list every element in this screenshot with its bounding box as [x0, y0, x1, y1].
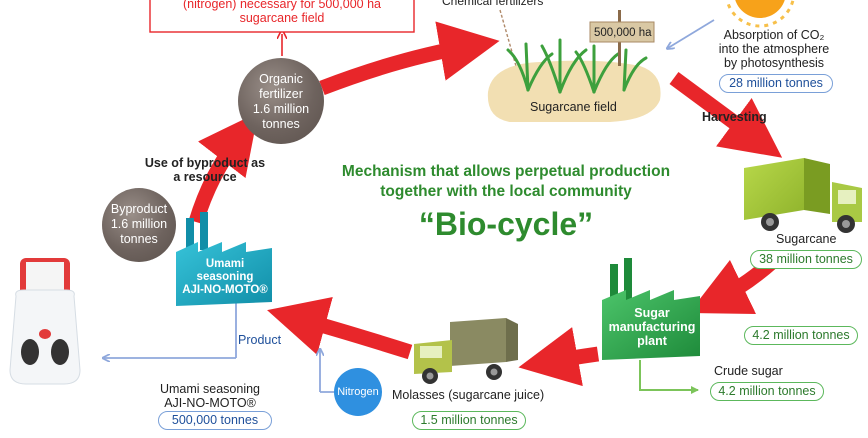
absorption-amount-badge: 28 million tonnes	[719, 74, 833, 93]
sugarcane-truck-icon	[744, 158, 862, 233]
arrow-co2	[668, 19, 715, 48]
byproduct-circle: Byproduct 1.6 million tonnes	[102, 188, 176, 262]
plant-line1: Sugar	[634, 306, 670, 320]
sugarcane-label: Sugarcane	[776, 232, 837, 246]
plant-label: Sugar manufacturing plant	[604, 306, 700, 348]
top-box-line2: sugarcane field	[239, 11, 325, 25]
arrow-molasses-to-factory	[267, 296, 413, 360]
fertilizer-line4: tonnes	[262, 117, 300, 131]
sun-icon	[725, 0, 795, 28]
arrow-crude-sugar	[639, 360, 699, 394]
harvesting-label: Harvesting	[702, 110, 767, 124]
factory-label: Umami seasoning AJI-NO-MOTO®	[178, 258, 272, 297]
absorption-text: Absorption of CO₂ into the atmosphere by…	[706, 28, 842, 70]
crude-sugar-label: Crude sugar	[714, 364, 783, 378]
chemical-fertilizers-label: Chemical fertilizers	[442, 0, 544, 8]
byproduct-line3: tonnes	[120, 232, 158, 246]
use-byproduct-line1: Use of byproduct as	[144, 156, 266, 170]
product-line1: Umami seasoning	[159, 382, 261, 396]
factory-line1: Umami	[205, 258, 245, 270]
absorption-line2: into the atmosphere	[718, 42, 830, 56]
arrow-fertilizer-to-field	[319, 21, 500, 96]
fertilizer-line2: fertilizer	[259, 87, 303, 101]
product-arrow-label: Product	[238, 333, 282, 347]
nitrogen-circle	[334, 368, 382, 416]
plant-line3: plant	[637, 334, 667, 348]
bio-cycle-title: “Bio-cycle”	[418, 206, 594, 242]
diagram-heading: Mechanism that allows perpetual producti…	[300, 162, 712, 202]
field-label: Sugarcane field	[530, 100, 617, 114]
arrow-field-to-truck	[669, 71, 783, 158]
field-sign-label: 500,000 ha	[594, 27, 652, 39]
molasses-truck-icon	[414, 318, 518, 384]
factory-line3: AJI-NO-MOTO®	[182, 284, 268, 296]
fertilizer-circle: Organic fertilizer 1.6 million tonnes	[238, 58, 324, 144]
product-line2: AJI-NO-MOTO®	[164, 396, 256, 410]
molasses-label: Molasses (sugarcane juice)	[392, 388, 545, 402]
sugarcane-field-illustration	[487, 10, 661, 122]
fertilizer-line3: 1.6 million	[252, 102, 310, 116]
nitrogen-label: Nitrogen	[337, 386, 379, 398]
sugar-plant-icon	[602, 258, 700, 360]
product-label: Umami seasoning AJI-NO-MOTO®	[150, 382, 270, 410]
top-box-line1: (nitrogen) necessary for 500,000 ha	[182, 0, 382, 11]
ajinomoto-factory-icon	[176, 212, 272, 306]
absorption-line3: by photosynthesis	[723, 56, 825, 70]
plant-output-badge: 4.2 million tonnes	[744, 326, 858, 345]
use-byproduct-line2: a resource	[173, 170, 237, 184]
ajinomoto-bottle-icon	[9, 258, 81, 385]
absorption-line1: Absorption of CO₂	[723, 28, 825, 42]
byproduct-line2: 1.6 million	[110, 217, 168, 231]
factory-line2: seasoning	[196, 271, 254, 283]
plant-line2: manufacturing	[608, 320, 696, 334]
molasses-amount-badge: 1.5 million tonnes	[412, 411, 526, 430]
arrow-plant-to-molasses	[518, 327, 600, 387]
arrow-factory-to-fertilizer	[188, 112, 259, 225]
byproduct-line1: Byproduct	[110, 202, 168, 216]
top-box-text: (nitrogen) necessary for 500,000 ha suga…	[152, 0, 412, 25]
heading-line1: Mechanism that allows perpetual producti…	[341, 163, 671, 180]
sugarcane-amount-badge: 38 million tonnes	[750, 250, 862, 269]
crude-sugar-amount-badge: 4.2 million tonnes	[710, 382, 824, 401]
product-amount-badge: 500,000 tonnes	[158, 411, 272, 430]
fertilizer-line1: Organic	[259, 72, 303, 86]
heading-line2: together with the local community	[380, 183, 632, 200]
use-byproduct-label: Use of byproduct as a resource	[130, 156, 280, 184]
top-box-frame	[149, 0, 415, 33]
